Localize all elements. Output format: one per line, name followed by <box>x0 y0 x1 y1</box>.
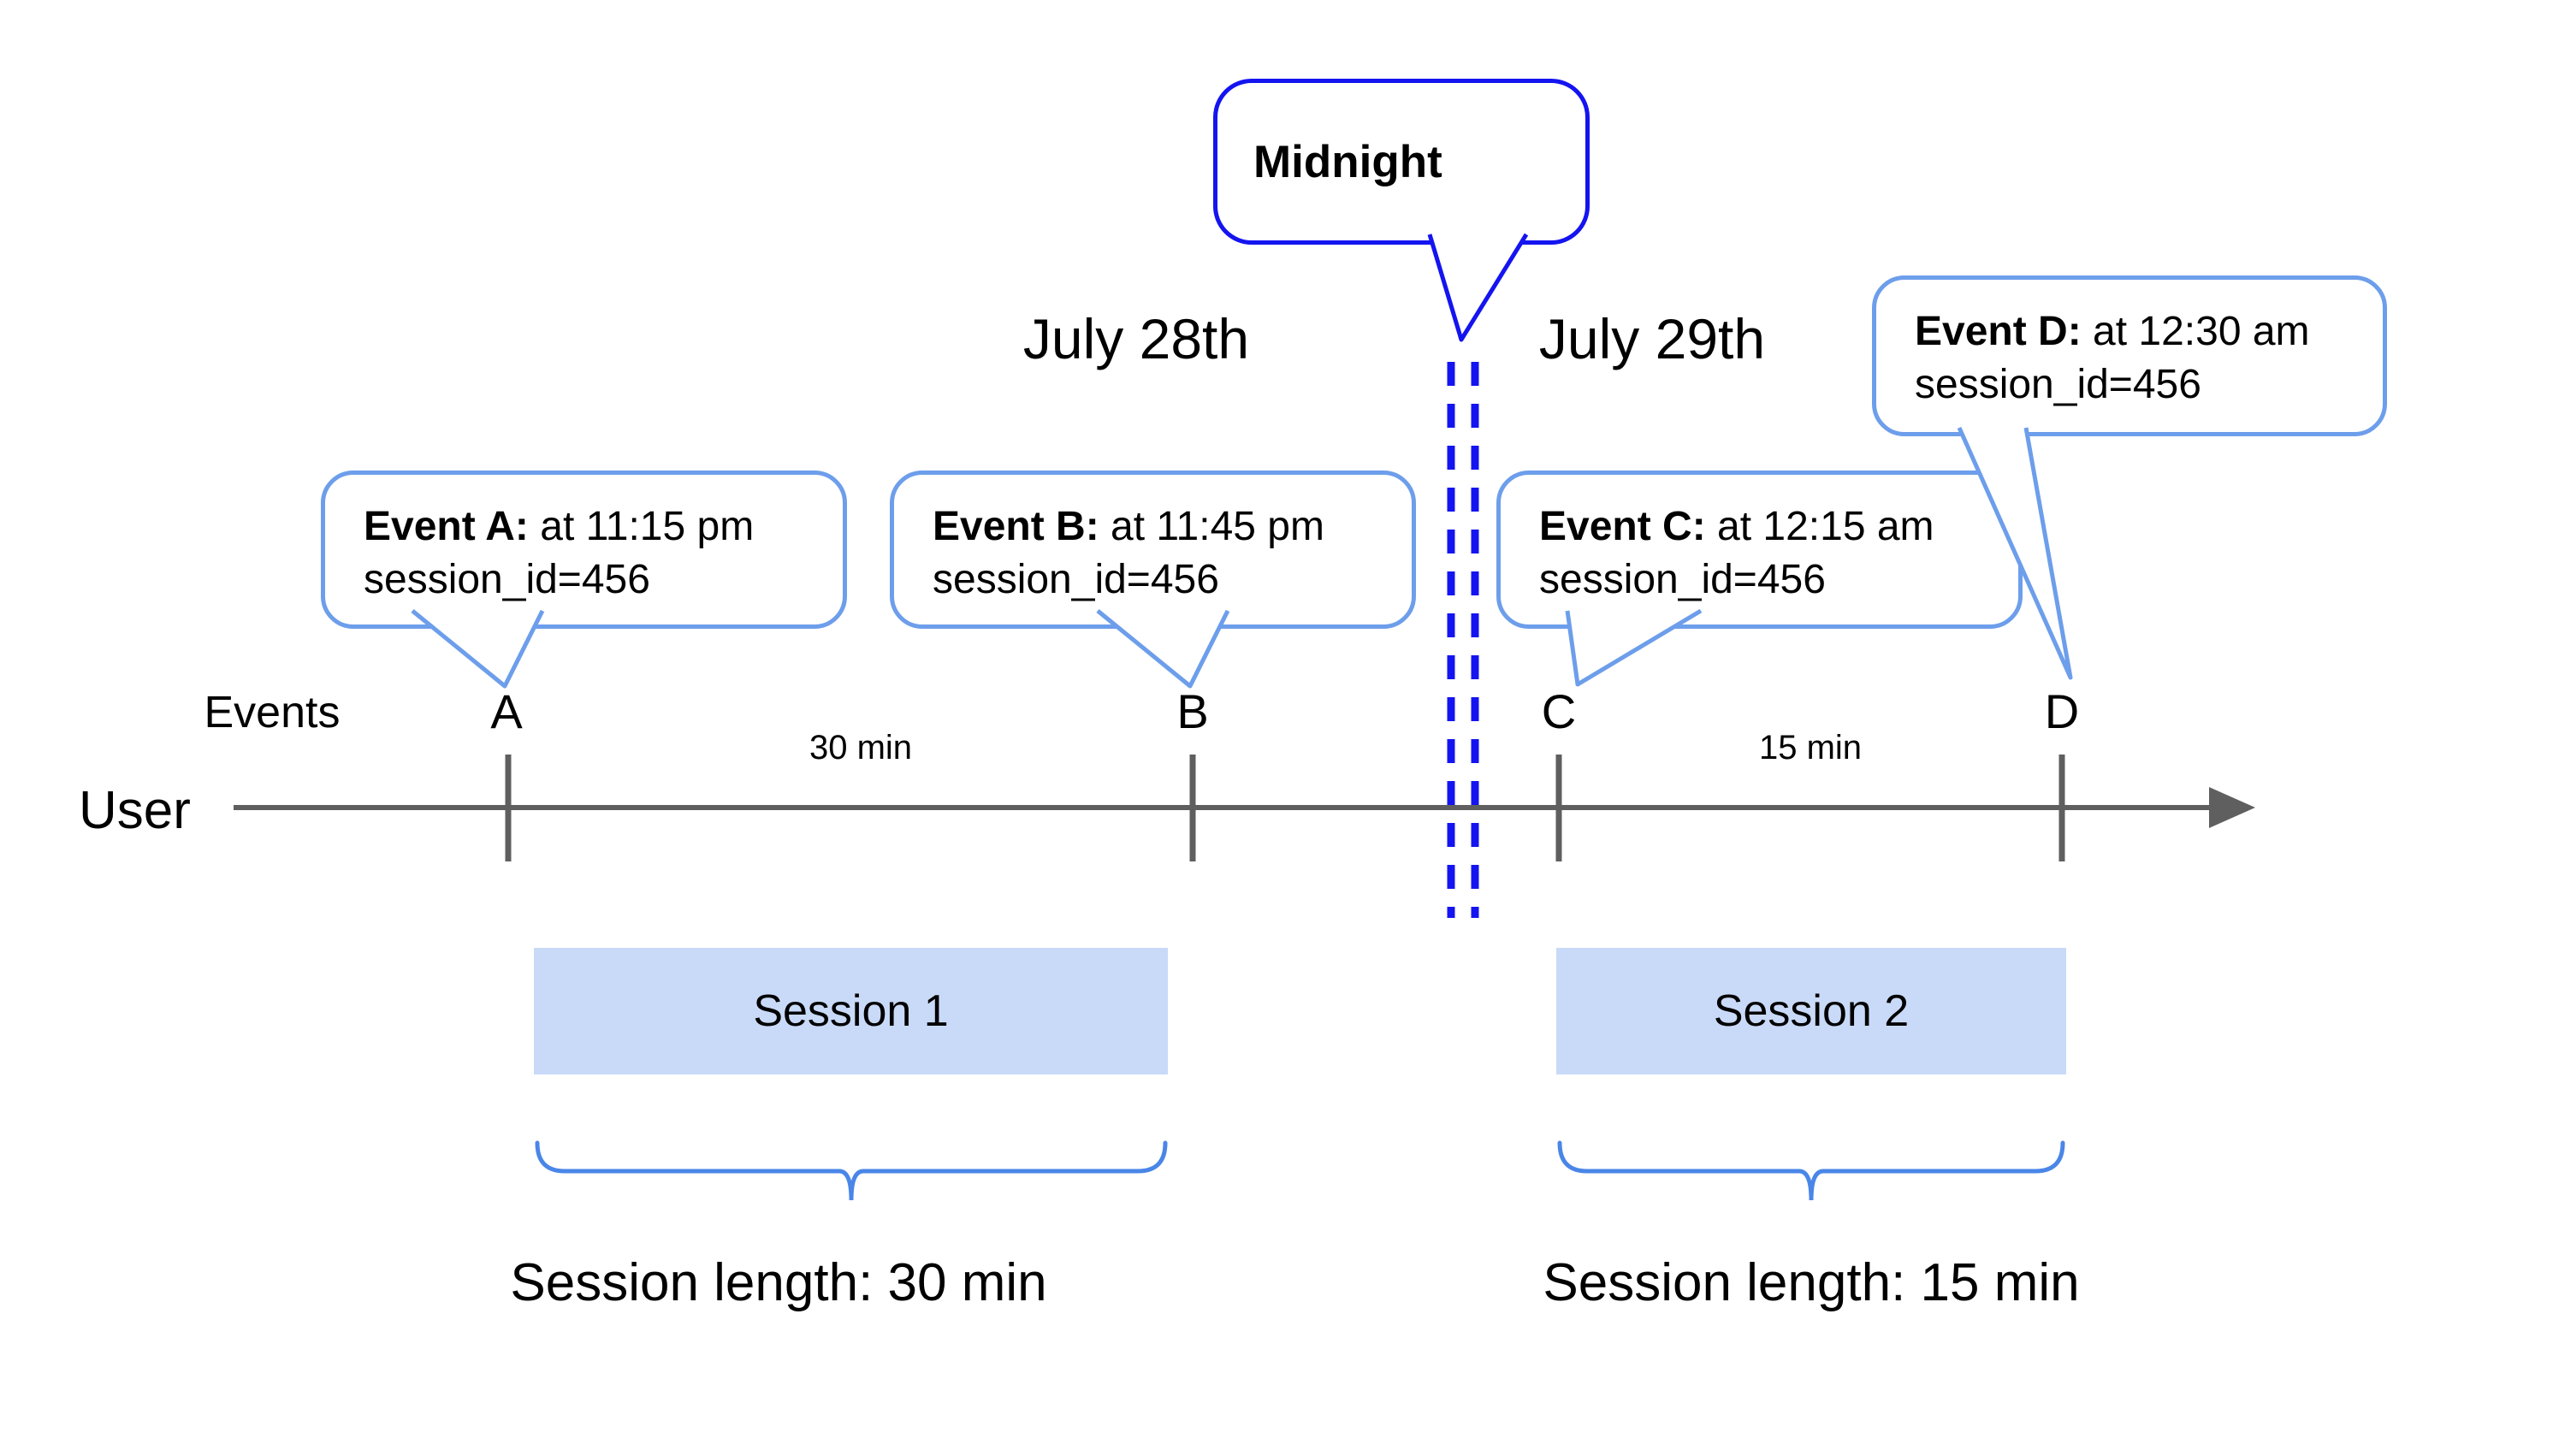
interval-label-15-min: 15 min <box>1758 729 1863 766</box>
event-d-time: at 12:30 am <box>2081 309 2310 354</box>
date-label-july-28: July 28th <box>1022 307 1250 370</box>
event-d-title: Event D: <box>1915 309 2082 354</box>
event-c-title: Event C: <box>1539 504 1706 549</box>
session-1-label: Session 1 <box>753 986 949 1036</box>
event-c-time: at 12:15 am <box>1705 504 1934 549</box>
event-a-callout-line1: Event A: at 11:15 pm <box>364 500 843 553</box>
event-a-time: at 11:15 pm <box>528 504 755 549</box>
event-a-title: Event A: <box>364 504 529 549</box>
event-b-title: Event B: <box>933 504 1099 549</box>
event-c-session-id: session_id=456 <box>1539 557 1826 602</box>
event-b-callout-line1: Event B: at 11:45 pm <box>933 500 1412 553</box>
interval-label-30-min: 30 min <box>809 729 913 766</box>
session-2-box: Session 2 <box>1556 948 2066 1074</box>
tick-label-d: D <box>2044 684 2080 738</box>
session-1-brace <box>535 1140 1168 1201</box>
session-2-brace <box>1557 1140 2065 1201</box>
session-1-box: Session 1 <box>534 948 1168 1074</box>
event-a-callout-bubble: Event A: at 11:15 pm session_id=456 <box>321 471 847 629</box>
event-d-callout-bubble: Event D: at 12:30 am session_id=456 <box>1872 275 2387 436</box>
midnight-callout-tail <box>1427 233 1529 342</box>
event-b-session-id: session_id=456 <box>933 557 1219 602</box>
session-2-label: Session 2 <box>1713 986 1910 1036</box>
session-1-length-label: Session length: 30 min <box>510 1253 1047 1312</box>
event-c-callout-bubble: Event C: at 12:15 am session_id=456 <box>1496 471 2023 629</box>
midnight-label: Midnight <box>1253 136 1442 187</box>
event-d-session-id: session_id=456 <box>1915 362 2201 407</box>
event-b-time: at 11:45 pm <box>1099 504 1324 549</box>
event-d-callout-line1: Event D: at 12:30 am <box>1915 305 2383 358</box>
midnight-callout-bubble: Midnight <box>1213 79 1590 245</box>
date-label-july-29: July 29th <box>1538 307 1766 370</box>
events-axis-label: Events <box>204 688 341 737</box>
timeline-arrowhead-icon <box>2209 787 2255 828</box>
tick-label-c: C <box>1541 684 1577 738</box>
event-b-callout-bubble: Event B: at 11:45 pm session_id=456 <box>890 471 1416 629</box>
tick-label-a: A <box>490 684 523 738</box>
session-2-length-label: Session length: 15 min <box>1543 1253 2080 1312</box>
user-axis-label: User <box>79 781 191 840</box>
event-c-callout-line1: Event C: at 12:15 am <box>1539 500 2018 553</box>
tick-label-b: B <box>1176 684 1209 738</box>
event-a-session-id: session_id=456 <box>364 557 650 602</box>
